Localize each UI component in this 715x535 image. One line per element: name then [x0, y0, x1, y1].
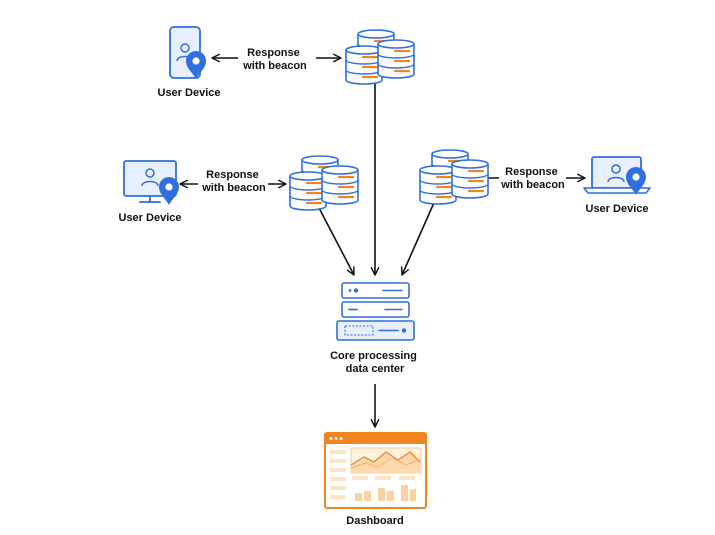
- core-data-center: Core processing data center: [330, 282, 420, 375]
- database-stack-icon: [420, 150, 488, 204]
- dashboard-chart-icon: [324, 432, 427, 509]
- user-device-top-label: User Device: [158, 87, 221, 99]
- mobile-phone-icon: [169, 26, 206, 79]
- database-stack-icon: [346, 30, 414, 84]
- edge-label-top: Response with beacon: [242, 47, 307, 72]
- server-rack-icon: [336, 282, 415, 341]
- edge-database-top: [346, 30, 414, 84]
- user-device-right: User Device: [583, 156, 651, 215]
- connectors: [179, 53, 586, 428]
- user-device-left: User Device: [119, 160, 182, 224]
- edge-label-right: Response with beacon: [500, 166, 565, 191]
- user-device-right-label: User Device: [586, 203, 649, 215]
- arrow-left-edge-to-core: [317, 205, 355, 276]
- edge-database-right: [420, 150, 488, 204]
- user-device-top: User Device: [158, 26, 221, 99]
- core-data-center-label: Core processing data center: [330, 350, 420, 375]
- edge-label-left: Response with beacon: [201, 169, 266, 194]
- user-device-left-label: User Device: [119, 212, 182, 224]
- laptop-icon: [583, 156, 651, 195]
- edge-database-left: [290, 156, 358, 210]
- arrow-right-edge-to-core: [400, 195, 438, 276]
- dashboard-label: Dashboard: [346, 515, 403, 527]
- dashboard-node: Dashboard: [324, 432, 427, 527]
- database-stack-icon: [290, 156, 358, 210]
- desktop-monitor-icon: [123, 160, 179, 205]
